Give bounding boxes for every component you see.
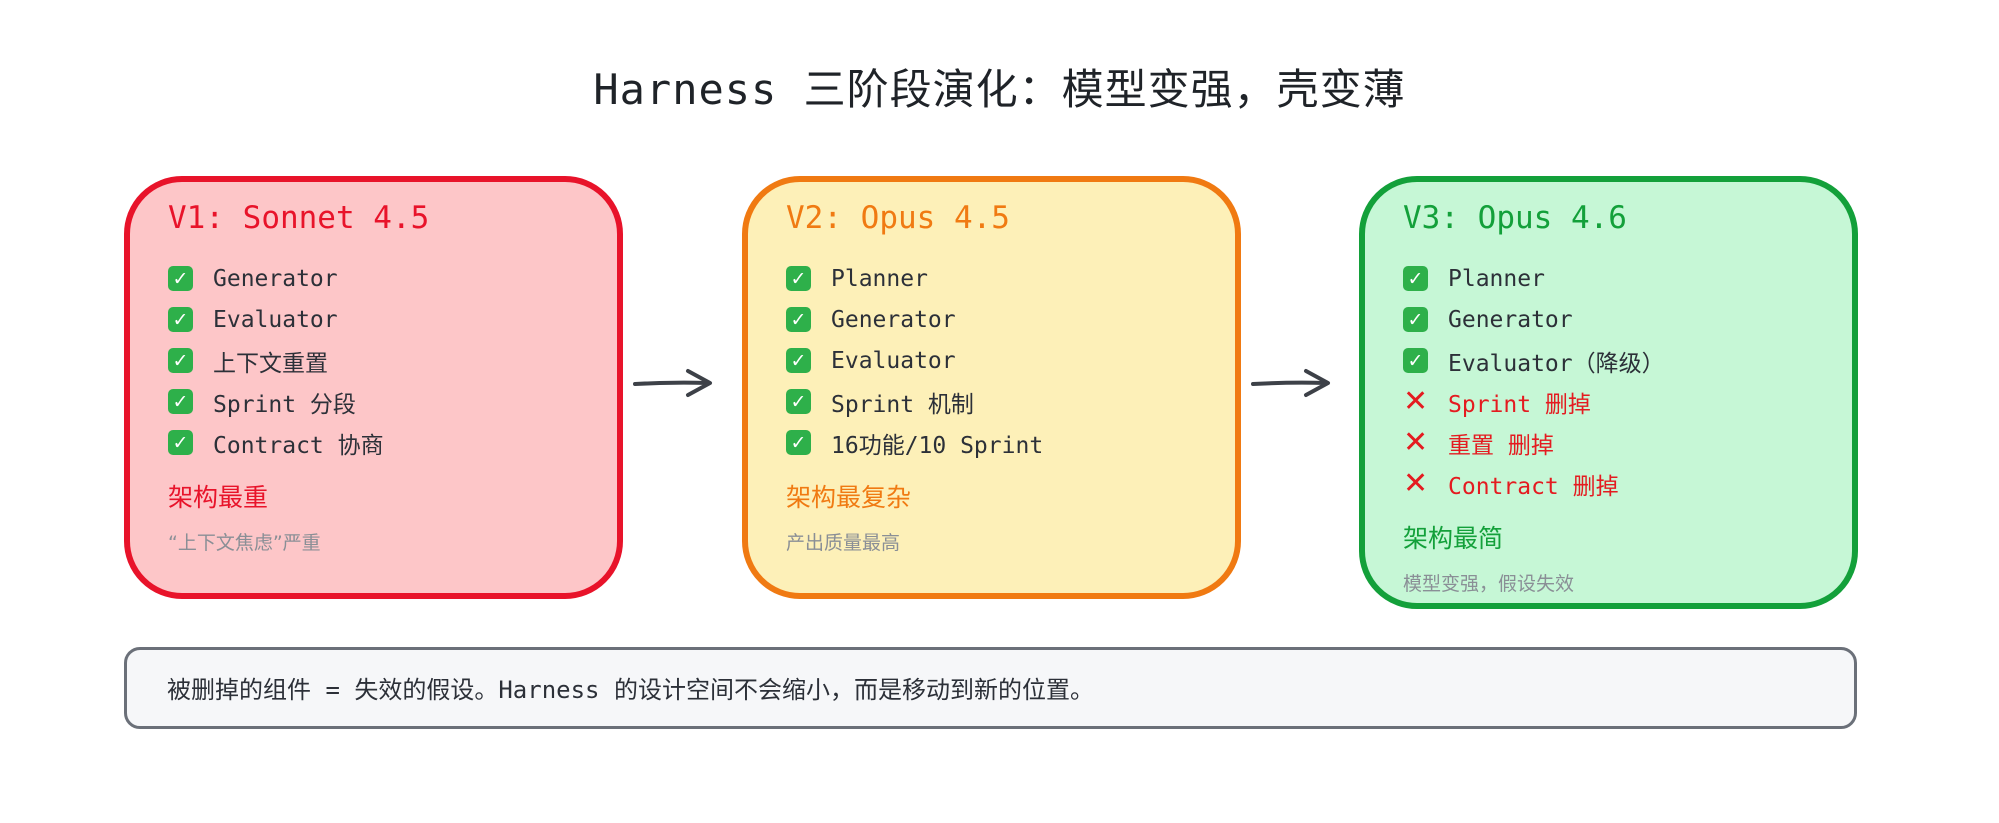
component-list: ✓ Planner ✓ Generator ✓ Evaluator（降级） ✕ Spri… bbox=[1403, 258, 1665, 504]
summary-text: 被删掉的组件 = 失效的假设。Harness 的设计空间不会缩小，而是移动到新的… bbox=[167, 676, 1094, 704]
stage-note: “上下文焦虑”严重 bbox=[168, 532, 321, 554]
checkmark-icon: ✓ bbox=[168, 348, 193, 373]
stage-title: V2: Opus 4.5 bbox=[786, 200, 1010, 236]
item-label: Sprint 机制 bbox=[831, 391, 974, 418]
checkmark-icon: ✓ bbox=[168, 307, 193, 332]
checkmark-icon: ✓ bbox=[786, 430, 811, 455]
item-label: 16功能/10 Sprint bbox=[831, 432, 1044, 459]
list-item: ✕ Sprint 删掉 bbox=[1403, 381, 1665, 422]
cross-icon: ✕ bbox=[1402, 425, 1429, 460]
list-item: ✓ 上下文重置 bbox=[168, 340, 384, 381]
arrow-right-icon bbox=[633, 369, 712, 397]
stage-verdict: 架构最重 bbox=[168, 483, 269, 512]
item-label: Planner bbox=[831, 265, 928, 292]
stage-verdict: 架构最复杂 bbox=[786, 483, 912, 512]
checkmark-icon: ✓ bbox=[1403, 348, 1428, 373]
stage-title: V3: Opus 4.6 bbox=[1403, 200, 1627, 236]
item-label: Generator bbox=[1448, 306, 1573, 333]
list-item: ✓ Evaluator bbox=[168, 299, 384, 340]
item-label: Contract 删掉 bbox=[1448, 473, 1619, 500]
checkmark-icon: ✓ bbox=[168, 430, 193, 455]
checkmark-icon: ✓ bbox=[786, 389, 811, 414]
item-label: Contract 协商 bbox=[213, 432, 384, 459]
item-label: Sprint 分段 bbox=[213, 391, 356, 418]
arrow-right-icon bbox=[1251, 369, 1330, 397]
checkmark-icon: ✓ bbox=[786, 307, 811, 332]
item-label: Generator bbox=[831, 306, 956, 333]
list-item: ✓ Sprint 分段 bbox=[168, 381, 384, 422]
component-list: ✓Generator ✓Evaluator ✓上下文重置 ✓Sprint 分段 … bbox=[168, 258, 384, 463]
checkmark-icon: ✓ bbox=[168, 266, 193, 291]
list-item: ✕ Contract 删掉 bbox=[1403, 463, 1665, 504]
item-label: Sprint 删掉 bbox=[1448, 391, 1591, 418]
item-label: 上下文重置 bbox=[213, 350, 328, 377]
checkmark-icon: ✓ bbox=[786, 348, 811, 373]
list-item: ✓ Planner bbox=[1403, 258, 1665, 299]
checkmark-icon: ✓ bbox=[1403, 307, 1428, 332]
item-label: Evaluator bbox=[831, 347, 956, 374]
list-item: ✓ 16功能/10 Sprint bbox=[786, 422, 1043, 463]
list-item: ✓ Evaluator bbox=[786, 340, 1043, 381]
item-label: 重置 删掉 bbox=[1448, 432, 1554, 459]
item-label: Planner bbox=[1448, 265, 1545, 292]
stage-card-v1: V1: Sonnet 4.5 ✓ Generator ✓ Evaluator ✓ 上下… bbox=[124, 176, 623, 599]
list-item: ✓ Evaluator（降级） bbox=[1403, 340, 1665, 381]
list-item: ✓ Contract 协商 bbox=[168, 422, 384, 463]
cross-icon: ✕ bbox=[1402, 384, 1429, 419]
list-item: ✓ Generator bbox=[1403, 299, 1665, 340]
stage-verdict: 架构最简 bbox=[1403, 524, 1504, 553]
checkmark-icon: ✓ bbox=[1403, 266, 1428, 291]
list-item: ✓ Generator bbox=[168, 258, 384, 299]
component-list: ✓ Planner ✓ Generator ✓ Evaluator ✓ Sprint 机… bbox=[786, 258, 1043, 463]
cross-icon: ✕ bbox=[1402, 466, 1429, 501]
stage-note: 模型变强，假设失效 bbox=[1403, 573, 1575, 595]
checkmark-icon: ✓ bbox=[786, 266, 811, 291]
item-label: Generator bbox=[213, 265, 338, 292]
list-item: ✓ Generator bbox=[786, 299, 1043, 340]
summary-box: 被删掉的组件 = 失效的假设。Harness 的设计空间不会缩小，而是移动到新的… bbox=[124, 647, 1857, 729]
checkmark-icon: ✓ bbox=[168, 389, 193, 414]
stage-card-v3: V3: Opus 4.6 ✓ Planner ✓ Generator ✓ Evalua… bbox=[1359, 176, 1858, 609]
diagram-title: Harness 三阶段演化：模型变强，壳变薄 bbox=[593, 65, 1406, 114]
stage-note: 产出质量最高 bbox=[786, 532, 901, 554]
stage-card-v2: V2: Opus 4.5 ✓ Planner ✓ Generator ✓ Evalua… bbox=[742, 176, 1241, 599]
list-item: ✕ 重置 删掉 bbox=[1403, 422, 1665, 463]
list-item: ✓ Planner bbox=[786, 258, 1043, 299]
list-item: ✓ Sprint 机制 bbox=[786, 381, 1043, 422]
stage-title: V1: Sonnet 4.5 bbox=[168, 200, 430, 236]
item-label: Evaluator bbox=[213, 306, 338, 333]
item-label: Evaluator（降级） bbox=[1448, 350, 1665, 377]
